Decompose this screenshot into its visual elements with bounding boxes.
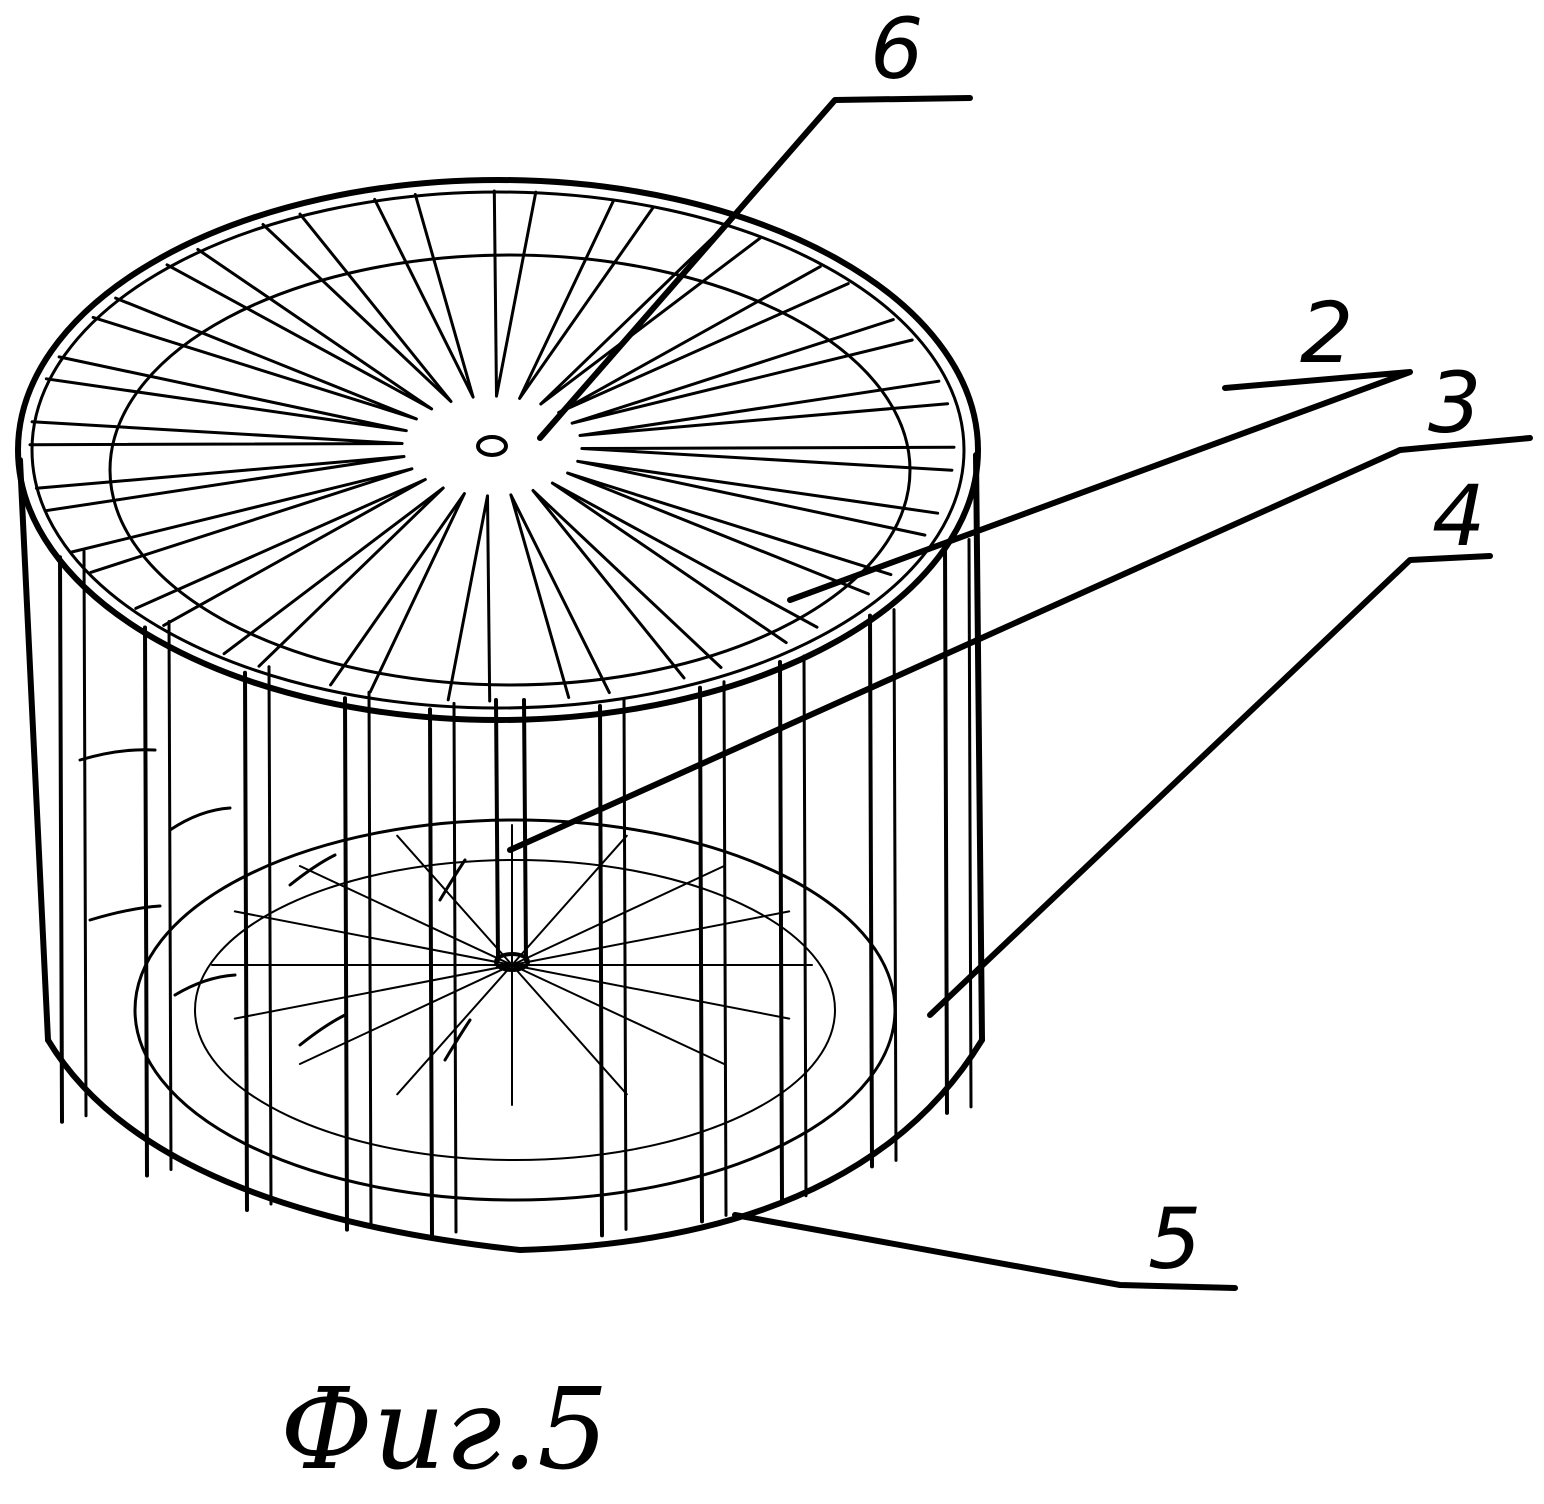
callout-labels: 6 2 3 4 5 <box>870 0 1485 1288</box>
top-spoke <box>134 478 427 627</box>
top-spoke <box>91 296 418 421</box>
blade-edge <box>58 555 64 1124</box>
blade-edge <box>82 549 88 1118</box>
blade-edge <box>802 654 808 1198</box>
leader-2 <box>787 369 1413 603</box>
blade-edge <box>343 696 349 1232</box>
blade-edge <box>267 665 273 1206</box>
label-3: 3 <box>1428 354 1481 452</box>
leader-6 <box>537 95 973 441</box>
bottom-spoke <box>233 910 513 966</box>
top-spoke <box>566 471 893 596</box>
top-spoke <box>557 265 850 414</box>
blade-edge <box>967 538 973 1109</box>
blade-edge <box>722 680 728 1217</box>
top-spoke <box>44 355 408 433</box>
leader-5 <box>732 1212 1238 1291</box>
bottom-spokes <box>211 824 813 1106</box>
label-4: 4 <box>1432 467 1485 565</box>
top-spoke <box>570 318 914 425</box>
bottom-spoke <box>511 964 726 1065</box>
bottom-spoke <box>511 964 628 1096</box>
top-spoke <box>28 420 404 447</box>
inner-rings <box>108 253 912 1202</box>
vertical-blades <box>58 538 973 1240</box>
bottom-spoke <box>298 865 513 966</box>
blade-edge <box>167 620 173 1171</box>
leader-4 <box>927 553 1493 1018</box>
figure-caption: Фиг.5 <box>280 1365 609 1495</box>
top-spoke <box>580 445 956 472</box>
top-spoke <box>165 247 434 411</box>
label-2: 2 <box>1300 284 1353 382</box>
bottom-spoke <box>511 910 791 966</box>
blade-edge <box>698 685 704 1224</box>
blade-edge <box>943 543 949 1115</box>
top-spoke <box>492 189 538 398</box>
vane-marks <box>78 748 472 1062</box>
bottom-spoke <box>511 865 726 966</box>
top-spoke <box>531 489 723 680</box>
top-spoke <box>446 494 492 703</box>
top-spokes <box>28 189 956 703</box>
top-spoke <box>222 486 445 668</box>
top-spoke <box>34 455 406 513</box>
blade-edge <box>367 690 373 1226</box>
leader-lines <box>507 95 1533 1291</box>
label-6: 6 <box>870 0 923 98</box>
bottom-spoke <box>233 964 513 1020</box>
bottom-spoke <box>298 964 513 1065</box>
blade-edge <box>778 660 784 1204</box>
blade-edge <box>243 670 249 1212</box>
top-spoke <box>509 493 611 699</box>
top-spoke <box>70 467 414 574</box>
blade-edge <box>892 608 898 1162</box>
blade-edge <box>428 707 434 1240</box>
leader-3 <box>507 435 1533 853</box>
top-spoke <box>518 198 655 400</box>
top-spoke <box>373 193 475 399</box>
top-spoke <box>550 481 819 645</box>
top-spoke <box>539 224 762 406</box>
bottom-spoke <box>396 964 513 1096</box>
blade-edge <box>868 613 874 1169</box>
bottom-spoke <box>396 834 513 966</box>
top-spoke <box>576 459 940 537</box>
label-5: 5 <box>1148 1190 1201 1288</box>
rotor-drawing <box>15 177 985 1253</box>
top-spoke <box>578 379 950 437</box>
top-spoke <box>261 212 453 403</box>
bottom-spoke <box>511 834 628 966</box>
hub <box>476 435 508 457</box>
blade-edge <box>598 704 604 1238</box>
blade-edge <box>143 625 149 1178</box>
blade-edge <box>452 701 458 1234</box>
bottom-spoke <box>511 964 791 1020</box>
top-spoke <box>329 492 466 694</box>
